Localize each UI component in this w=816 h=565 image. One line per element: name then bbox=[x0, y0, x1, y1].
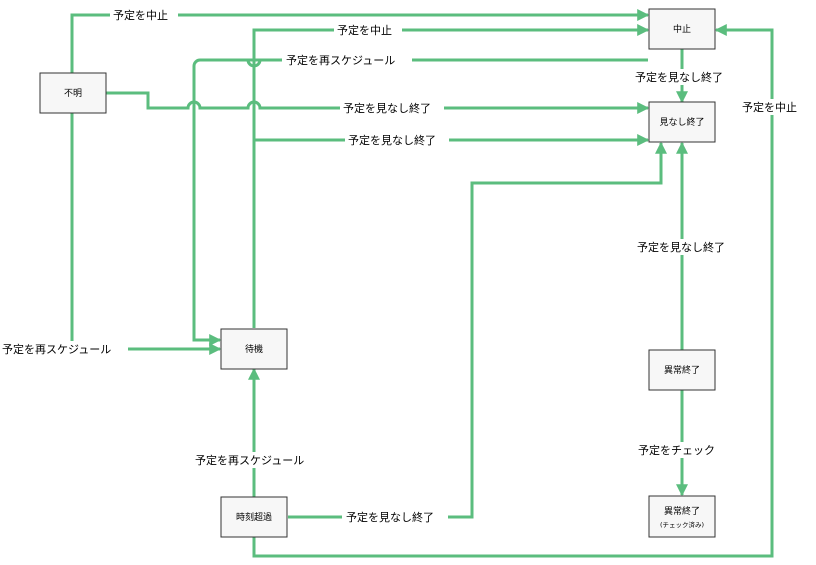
node-timeout[interactable]: 時刻超過 bbox=[220, 496, 288, 538]
label-unknown-reschedule: 予定を再スケジュール bbox=[2, 342, 111, 356]
label-abnormal-to-deemed: 予定を見なし終了 bbox=[637, 240, 725, 254]
edge-waiting-to-cancel bbox=[252, 24, 650, 328]
node-abnormal-checked-sub: (チェック済み) bbox=[660, 520, 704, 529]
edge-unknown-to-cancel bbox=[70, 9, 650, 73]
label-cancel-to-deemed: 予定を見なし終了 bbox=[635, 70, 723, 84]
node-cancel[interactable]: 中止 bbox=[648, 8, 716, 50]
edge-unknown-reschedule bbox=[70, 113, 222, 355]
label-reschedule-top: 予定を再スケジュール bbox=[286, 53, 395, 67]
label-abnormal-to-checked: 予定をチェック bbox=[638, 443, 715, 457]
node-deemed-done-label: 見なし終了 bbox=[659, 116, 704, 128]
node-abnormal-checked-label: 異常終了 bbox=[664, 505, 700, 517]
label-timeout-to-cancel: 予定を中止 bbox=[742, 100, 797, 114]
edge-unknown-to-deemed bbox=[106, 91, 650, 114]
node-deemed-done[interactable]: 見なし終了 bbox=[648, 101, 716, 143]
node-abnormal[interactable]: 異常終了 bbox=[648, 349, 716, 391]
edge-reschedule-top bbox=[192, 58, 648, 346]
node-waiting-label: 待機 bbox=[245, 343, 263, 355]
label-unknown-to-deemed: 予定を見なし終了 bbox=[343, 101, 431, 115]
node-abnormal-checked[interactable]: 異常終了 (チェック済み) bbox=[648, 495, 716, 538]
edge-timeout-to-deemed bbox=[288, 141, 667, 519]
label-waiting-to-cancel: 予定を中止 bbox=[337, 23, 392, 37]
label-unknown-to-cancel: 予定を中止 bbox=[113, 8, 168, 22]
edges bbox=[70, 9, 774, 558]
node-cancel-label: 中止 bbox=[673, 23, 691, 35]
node-timeout-label: 時刻超過 bbox=[236, 511, 272, 523]
label-waiting-to-deemed: 予定を見なし終了 bbox=[348, 133, 436, 147]
node-unknown-label: 不明 bbox=[64, 88, 82, 99]
edge-timeout-to-cancel bbox=[252, 24, 774, 558]
label-timeout-reschedule: 予定を再スケジュール bbox=[195, 453, 304, 467]
node-abnormal-label: 異常終了 bbox=[664, 364, 700, 376]
node-waiting[interactable]: 待機 bbox=[220, 328, 288, 370]
label-timeout-to-deemed: 予定を見なし終了 bbox=[346, 510, 434, 524]
node-unknown[interactable]: 不明 bbox=[39, 72, 107, 114]
edge-labels: 予定を中止 予定を中止 予定を再スケジュール 予定を見なし終了 予定を見なし終了… bbox=[0, 7, 804, 525]
